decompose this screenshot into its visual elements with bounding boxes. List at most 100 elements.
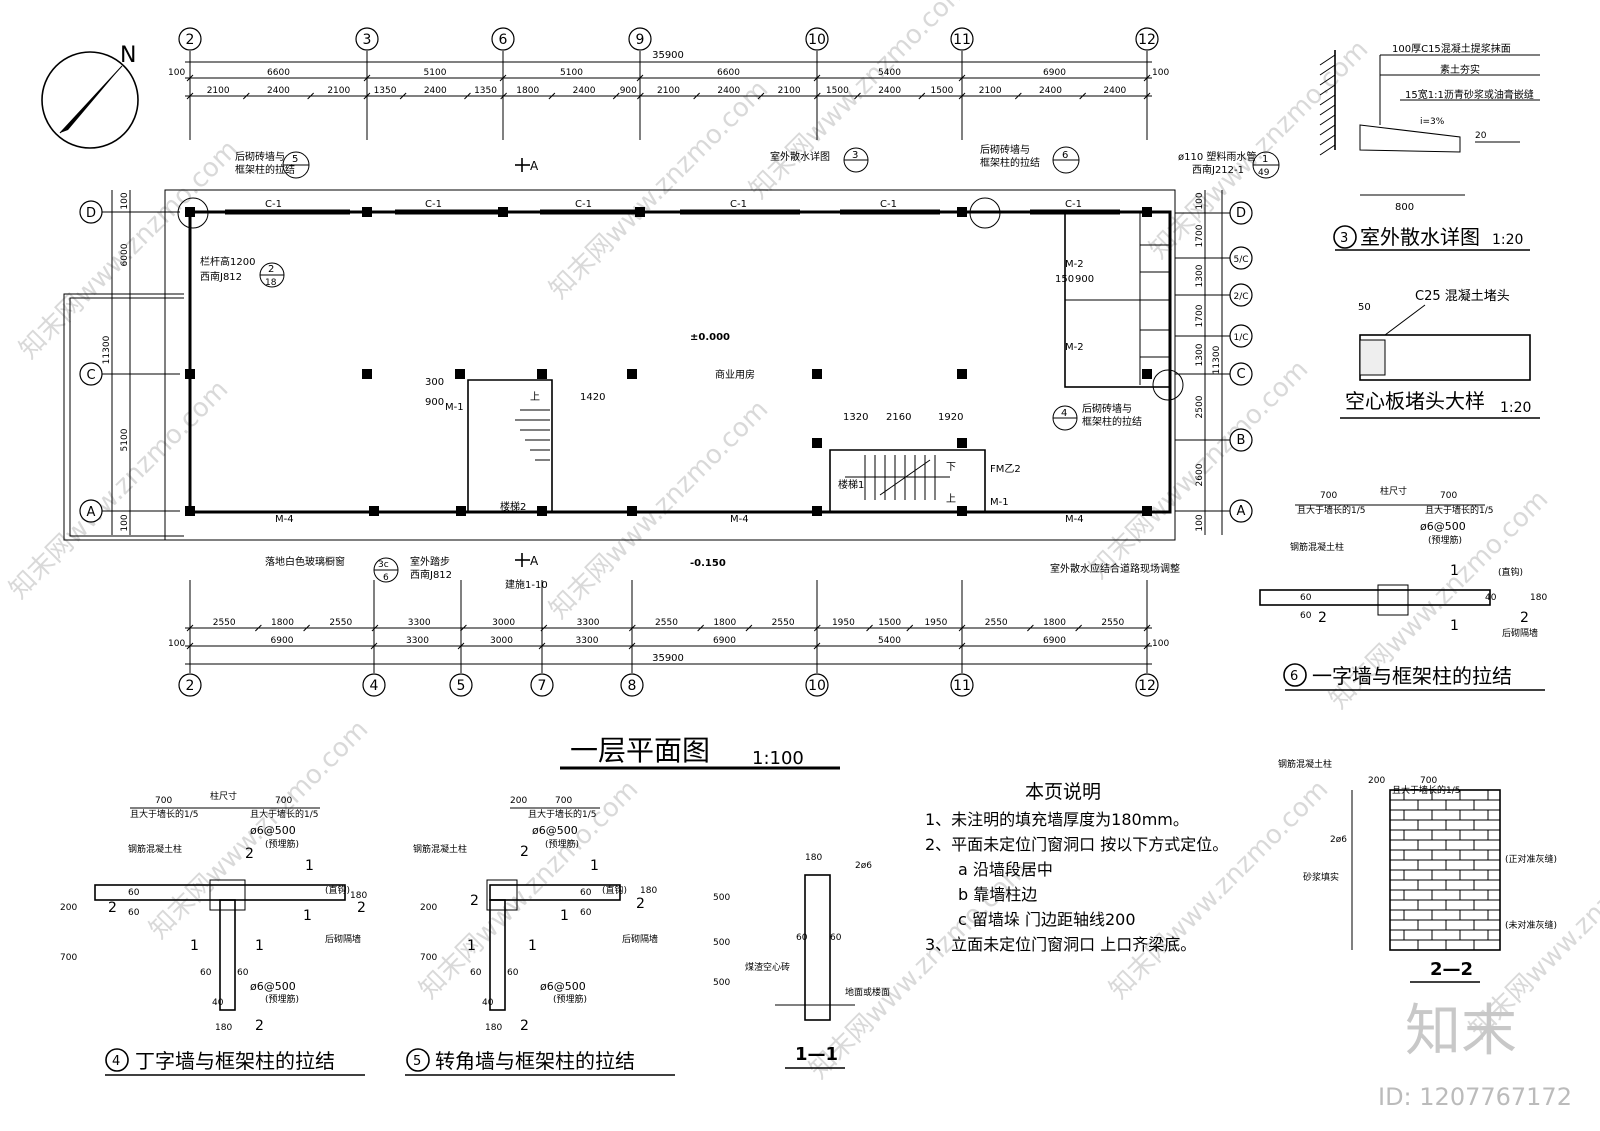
- axis-label: 5/C: [1233, 255, 1248, 265]
- plan-labels: C-1 C-1 C-1 C-1 C-1 C-1 M-4 M-4 M-4 商业用房…: [177, 143, 1280, 591]
- svg-text:2: 2: [108, 900, 117, 916]
- svg-text:6: 6: [1290, 669, 1298, 684]
- axis-label: A: [87, 505, 96, 520]
- svg-text:2: 2: [255, 1018, 264, 1034]
- svg-text:1: 1: [590, 858, 599, 874]
- svg-text:商业用房: 商业用房: [715, 368, 755, 381]
- svg-text:1: 1: [1450, 618, 1459, 634]
- axis-label: 2: [186, 678, 195, 694]
- svg-text:5: 5: [292, 154, 298, 165]
- dim-text: 6000: [120, 243, 130, 266]
- svg-text:(预埋筋): (预埋筋): [265, 993, 299, 1005]
- dim-text: 100: [1152, 639, 1169, 649]
- svg-text:60: 60: [470, 968, 482, 978]
- column: [812, 438, 822, 448]
- svg-text:且大于墙长的1/5: 且大于墙长的1/5: [1425, 504, 1494, 516]
- svg-text:40: 40: [482, 998, 494, 1008]
- dim-text: 900: [620, 86, 637, 96]
- site-logo: 知末 ID: 1207767172: [1378, 999, 1572, 1111]
- svg-text:栏杆高1200: 栏杆高1200: [200, 255, 255, 268]
- svg-text:西南J812: 西南J812: [410, 568, 452, 581]
- dim-text: 1700: [1195, 224, 1205, 247]
- svg-text:M-4: M-4: [275, 514, 294, 525]
- svg-text:西南J812: 西南J812: [200, 270, 242, 283]
- axis-label: C: [1236, 367, 1245, 382]
- svg-text:a 沿墙段居中: a 沿墙段居中: [958, 860, 1053, 879]
- svg-text:900: 900: [1075, 274, 1094, 285]
- svg-text:丁字墙与框架柱的拉结: 丁字墙与框架柱的拉结: [135, 1049, 335, 1073]
- svg-text:(预埋筋): (预埋筋): [545, 838, 579, 850]
- dim-text: 2100: [327, 86, 350, 96]
- svg-text:2160: 2160: [886, 412, 911, 423]
- svg-text:建施1-10: 建施1-10: [505, 578, 548, 591]
- svg-text:18: 18: [265, 278, 277, 288]
- svg-text:框架柱的拉结: 框架柱的拉结: [980, 156, 1040, 169]
- svg-text:且大于墙长的1/5: 且大于墙长的1/5: [1297, 504, 1366, 516]
- svg-text:楼梯2: 楼梯2: [500, 500, 526, 513]
- dim-text: 5100: [424, 68, 447, 78]
- dim-text: 1800: [1043, 618, 1066, 628]
- axis-bubble: [1229, 499, 1253, 523]
- svg-text:5: 5: [413, 1054, 421, 1069]
- axis-label: 1/C: [1233, 333, 1248, 343]
- dim-text: 100: [1195, 192, 1205, 209]
- axis-label: 10: [808, 32, 826, 48]
- svg-text:2ø6: 2ø6: [855, 861, 872, 871]
- svg-text:钢筋混凝土柱: 钢筋混凝土柱: [1290, 541, 1344, 553]
- svg-text:700: 700: [60, 953, 77, 963]
- svg-text:一层平面图: 一层平面图: [570, 734, 710, 767]
- svg-text:M-4: M-4: [730, 514, 749, 525]
- svg-text:C-1: C-1: [265, 199, 282, 210]
- svg-text:煤渣空心砖: 煤渣空心砖: [745, 961, 790, 973]
- dim-text: 1800: [271, 618, 294, 628]
- dim-text: 1950: [924, 618, 947, 628]
- dim-text: 2550: [329, 618, 352, 628]
- axis-bubble: [355, 27, 379, 51]
- column: [1142, 207, 1152, 217]
- dim-text: 1500: [930, 86, 953, 96]
- svg-text:一字墙与框架柱的拉结: 一字墙与框架柱的拉结: [1312, 664, 1512, 688]
- svg-text:ø6@500: ø6@500: [532, 824, 578, 837]
- dim-text: 2550: [985, 618, 1008, 628]
- axis-bubble: [1229, 362, 1253, 386]
- axis-bubble: [1135, 27, 1159, 51]
- axis-label: 9: [636, 32, 645, 48]
- svg-text:180: 180: [350, 891, 367, 901]
- svg-text:室外散水应结合道路现场调整: 室外散水应结合道路现场调整: [1050, 562, 1180, 575]
- dim-text: 2400: [573, 86, 596, 96]
- svg-text:180: 180: [640, 886, 657, 896]
- svg-text:1: 1: [560, 908, 569, 924]
- svg-text:1: 1: [305, 858, 314, 874]
- svg-text:500: 500: [713, 893, 730, 903]
- svg-text:2: 2: [357, 900, 366, 916]
- svg-text:室外散水详图: 室外散水详图: [770, 150, 830, 163]
- svg-text:上: 上: [946, 493, 956, 505]
- svg-text:M-4: M-4: [1065, 514, 1084, 525]
- column: [957, 207, 967, 217]
- svg-text:200: 200: [60, 903, 77, 913]
- dim-text: 1700: [1195, 304, 1205, 327]
- svg-text:(预埋筋): (预埋筋): [265, 838, 299, 850]
- svg-text:后砌隔墙: 后砌隔墙: [325, 933, 361, 945]
- svg-text:2: 2: [636, 896, 645, 912]
- column: [812, 506, 822, 516]
- svg-text:2: 2: [520, 1018, 529, 1034]
- axis-bubble: [950, 673, 974, 697]
- dim-text: 100: [168, 68, 185, 78]
- svg-text:180: 180: [215, 1023, 232, 1033]
- watermark-text: 知末网www.znzmo.com: [1104, 774, 1335, 1005]
- svg-text:N: N: [120, 43, 136, 68]
- svg-text:2: 2: [520, 844, 529, 860]
- dim-text: 2100: [979, 86, 1002, 96]
- dim-text: 1350: [374, 86, 397, 96]
- svg-text:ø110 塑料雨水管: ø110 塑料雨水管: [1178, 150, 1256, 163]
- dim-text: 2100: [778, 86, 801, 96]
- svg-text:49: 49: [1258, 168, 1270, 178]
- detail-hollow-slab-plug: C25 混凝土堵头 50 空心板堵头大样 1:20: [1340, 288, 1540, 419]
- svg-text:空心板堵头大样: 空心板堵头大样: [1345, 389, 1485, 413]
- dim-text: 1350: [474, 86, 497, 96]
- plan-columns: [185, 207, 1152, 516]
- column: [362, 207, 372, 217]
- svg-text:1:20: 1:20: [1500, 400, 1531, 416]
